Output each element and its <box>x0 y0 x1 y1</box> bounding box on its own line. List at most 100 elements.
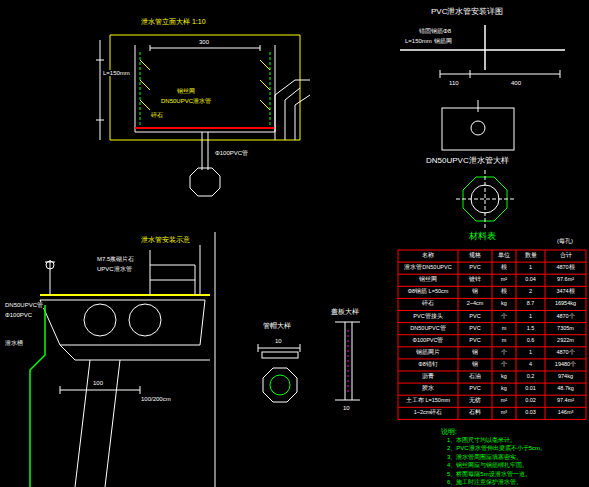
table-cell: 个 <box>500 350 508 356</box>
table-cell: Φ8钢筋 L=50cm <box>407 289 450 295</box>
drawing-label: 盖板大样 <box>330 308 360 315</box>
drawing-label: L=150mm <box>102 70 131 76</box>
drawing-label: 碎石 <box>150 112 164 118</box>
drawing-label: PVC泄水管安装详图 <box>430 8 504 16</box>
table-rule <box>398 250 399 419</box>
table-cell: 2~4cm <box>466 301 485 307</box>
table-cell: 1 <box>528 350 533 356</box>
note-line: 3、泄水管周围应填塞密实。 <box>446 454 523 460</box>
note-line: 4、钢丝网应与钢筋绑扎牢固。 <box>446 462 529 468</box>
table-cell: 0.04 <box>524 277 537 283</box>
drawing-label: 材料表 <box>468 232 497 241</box>
table-cell: 钢丝网 <box>418 277 438 283</box>
table-cell: 沥青 <box>421 374 435 380</box>
table-rule <box>586 250 587 419</box>
drawing-label: Φ100PVC <box>4 312 33 318</box>
table-cell: 个 <box>500 362 508 368</box>
drawing-label: 管帽大样 <box>262 322 292 329</box>
table-cell: m <box>501 338 508 344</box>
table-rule <box>492 250 493 419</box>
table-cell: 97.4m² <box>556 398 575 404</box>
table-cell: 4870个 <box>555 314 575 320</box>
table-cell: 钢筋网片 <box>415 350 441 356</box>
table-cell: 1 <box>528 314 533 320</box>
table-cell: m³ <box>500 410 508 416</box>
drawing-label: 锚固钢筋Φ8 <box>418 28 452 34</box>
note-line: 6、施工时注意保护泄水管。 <box>446 479 523 485</box>
drawing-label: 泄水管立面大样 1:10 <box>140 18 207 25</box>
table-cell: 97.6m² <box>556 277 575 283</box>
drawing-label: 钢丝网 <box>176 88 196 94</box>
drawing-label: DN50UPVC管 <box>4 302 44 308</box>
table-cell: 0.01 <box>524 386 537 392</box>
table-cell: 0.03 <box>524 410 537 416</box>
table-cell: 泄水管DN50UPVC <box>403 265 452 271</box>
table-cell: m <box>501 326 508 332</box>
table-cell: 土工布 L=150mm <box>405 398 451 404</box>
drawing-label: DN50UPVC泄水管 <box>160 98 212 104</box>
drawing-label: 10 <box>342 405 351 411</box>
table-cell: 规格 <box>468 253 482 259</box>
drawing-label: 300 <box>198 39 210 45</box>
table-cell: 1~2cm碎石 <box>413 410 444 416</box>
table-cell: m² <box>500 398 508 404</box>
table-cell: 48.7kg <box>556 386 575 392</box>
table-cell: 1 <box>528 265 533 271</box>
table-cell: 4870个 <box>555 350 575 356</box>
table-cell: 8.7 <box>526 301 536 307</box>
table-cell: kg <box>500 374 508 380</box>
drawing-label: L=150mm 钢筋网 <box>404 38 453 44</box>
note-line: 说明: <box>440 428 458 435</box>
table-cell: 2 <box>528 289 533 295</box>
table-cell: 974kg <box>557 374 574 380</box>
table-cell: 钢 <box>471 289 479 295</box>
drawing-label: 100 <box>92 380 104 386</box>
table-cell: 个 <box>500 314 508 320</box>
drawing-label: DN50UPVC泄水管大样 <box>425 157 510 165</box>
table-cell: 1.5 <box>526 326 536 332</box>
table-cell: PVC管接头 <box>412 314 443 320</box>
note-line: 5、桥面每隔5m设泄水管一道。 <box>446 471 532 477</box>
table-cell: 胶水 <box>421 386 435 392</box>
table-cell: 4 <box>528 362 533 368</box>
table-cell: 无纺 <box>468 398 482 404</box>
drawing-label: M7.5浆砌片石 <box>96 256 135 262</box>
table-cell: 146m³ <box>557 410 575 416</box>
drawing-label: UPVC泄水管 <box>96 266 133 272</box>
table-cell: 0.2 <box>526 374 536 380</box>
table-cell: PVC <box>468 326 481 332</box>
drawing-label: Φ100PVC管 <box>214 150 249 156</box>
table-cell: 0.02 <box>524 398 537 404</box>
table-cell: Φ8锚钉 <box>417 362 438 368</box>
table-cell: 0.6 <box>526 338 536 344</box>
table-cell: 数量 <box>524 253 538 259</box>
table-rule <box>545 250 546 419</box>
table-cell: PVC <box>468 314 481 320</box>
table-cell: 根 <box>500 289 508 295</box>
drawing-label: 100/200cm <box>140 396 172 402</box>
drawing-label: 10 <box>274 338 283 344</box>
note-line: 1、本图尺寸均以毫米计。 <box>446 437 517 443</box>
drawing-label: 泄水槽 <box>4 340 24 346</box>
table-cell: 4870根 <box>555 265 575 271</box>
table-cell: 19480个 <box>554 362 577 368</box>
table-cell: 2922m <box>556 338 575 344</box>
table-cell: kg <box>500 386 508 392</box>
table-cell: 7305m <box>556 326 575 332</box>
note-line: 2、PVC泄水管伸出梁底不小于5cm。 <box>446 445 547 451</box>
table-rule <box>458 250 459 419</box>
drawing-label: 110 <box>448 80 460 86</box>
table-cell: 碎石 <box>421 301 435 307</box>
table-cell: 合计 <box>559 253 573 259</box>
table-cell: 石料 <box>468 410 482 416</box>
table-cell: 根 <box>500 265 508 271</box>
table-cell: kg <box>500 301 508 307</box>
drawing-label: (每孔) <box>556 238 574 244</box>
table-cell: Φ100PVC管 <box>412 338 445 344</box>
table-cell: PVC <box>468 265 481 271</box>
table-cell: 钢 <box>471 362 479 368</box>
table-cell: 名称 <box>421 253 435 259</box>
drawing-label: 泄水管安装示意 <box>140 236 191 243</box>
table-cell: m² <box>500 277 508 283</box>
